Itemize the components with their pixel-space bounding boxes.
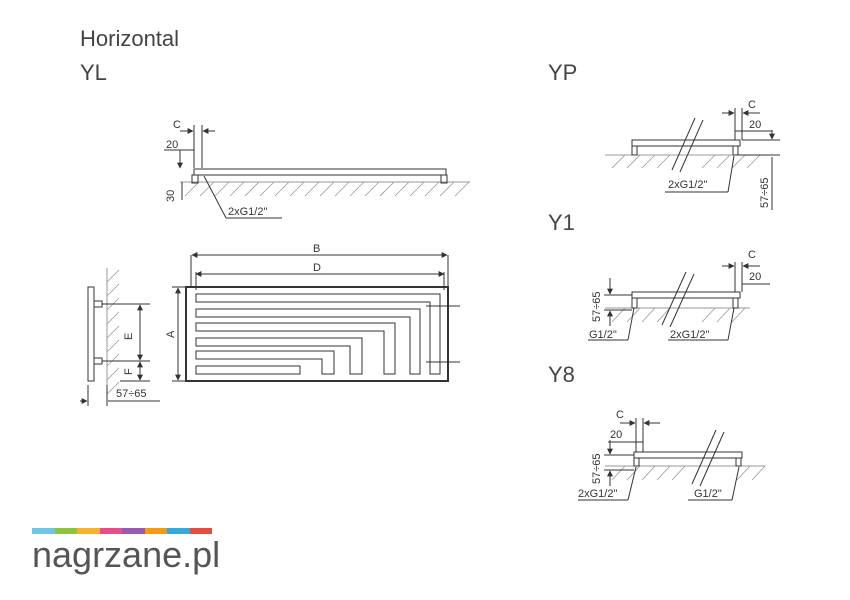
logo-color-segment	[77, 528, 100, 534]
yl-top-view	[164, 125, 470, 219]
dim-f-label: F	[123, 368, 135, 375]
logo-color-segment	[122, 528, 145, 534]
logo-color-segment	[32, 528, 55, 534]
variant-yl-label: YL	[80, 60, 107, 85]
dim-d-label: D	[313, 262, 321, 274]
brand-logo: nagrzane.pl	[32, 534, 221, 575]
y8-20-label: 20	[610, 429, 622, 441]
yp-c-label: C	[748, 99, 756, 111]
y1-20-label: 20	[749, 271, 761, 283]
y8-right-connection-label: G1/2"	[694, 488, 722, 500]
variant-yp-label: YP	[548, 60, 578, 85]
logo-color-segment	[144, 528, 167, 534]
yl-connection-label: 2xG1/2"	[228, 206, 267, 218]
y8-c-label: C	[616, 409, 624, 421]
yp-depth-label: 57÷65	[759, 177, 771, 208]
logo-color-segment	[167, 528, 190, 534]
variant-y8-label: Y8	[548, 362, 575, 387]
y1-depth-label: 57÷65	[591, 291, 603, 322]
y8-view	[578, 418, 766, 501]
variant-y1-label: Y1	[548, 210, 575, 235]
yl-side-view	[80, 268, 160, 406]
y1-left-connection-label: G1/2"	[589, 329, 617, 341]
yp-20-label: 20	[749, 119, 761, 131]
yp-connection-label: 2xG1/2"	[668, 179, 707, 191]
y1-right-connection-label: 2xG1/2"	[670, 329, 709, 341]
logo-color-segment	[54, 528, 77, 534]
yl-20-label: 20	[166, 139, 178, 151]
y1-c-label: C	[748, 249, 756, 261]
dim-b-label: B	[313, 243, 320, 255]
dim-a-label: A	[165, 330, 177, 338]
yl-30-label: 30	[165, 190, 177, 202]
dim-e-label: E	[123, 333, 135, 340]
y8-left-connection-label: 2xG1/2"	[578, 488, 617, 500]
logo-color-segment	[99, 528, 122, 534]
yl-depth-label: 57÷65	[116, 388, 147, 400]
y8-depth-label: 57÷65	[591, 453, 603, 484]
y1-view	[588, 262, 770, 341]
yl-front-view	[172, 252, 460, 382]
logo-color-segment	[189, 528, 212, 534]
page-title: Horizontal	[80, 26, 180, 51]
yp-view	[605, 108, 780, 210]
logo-color-strip	[32, 528, 212, 534]
yl-c-label: C	[173, 119, 181, 131]
